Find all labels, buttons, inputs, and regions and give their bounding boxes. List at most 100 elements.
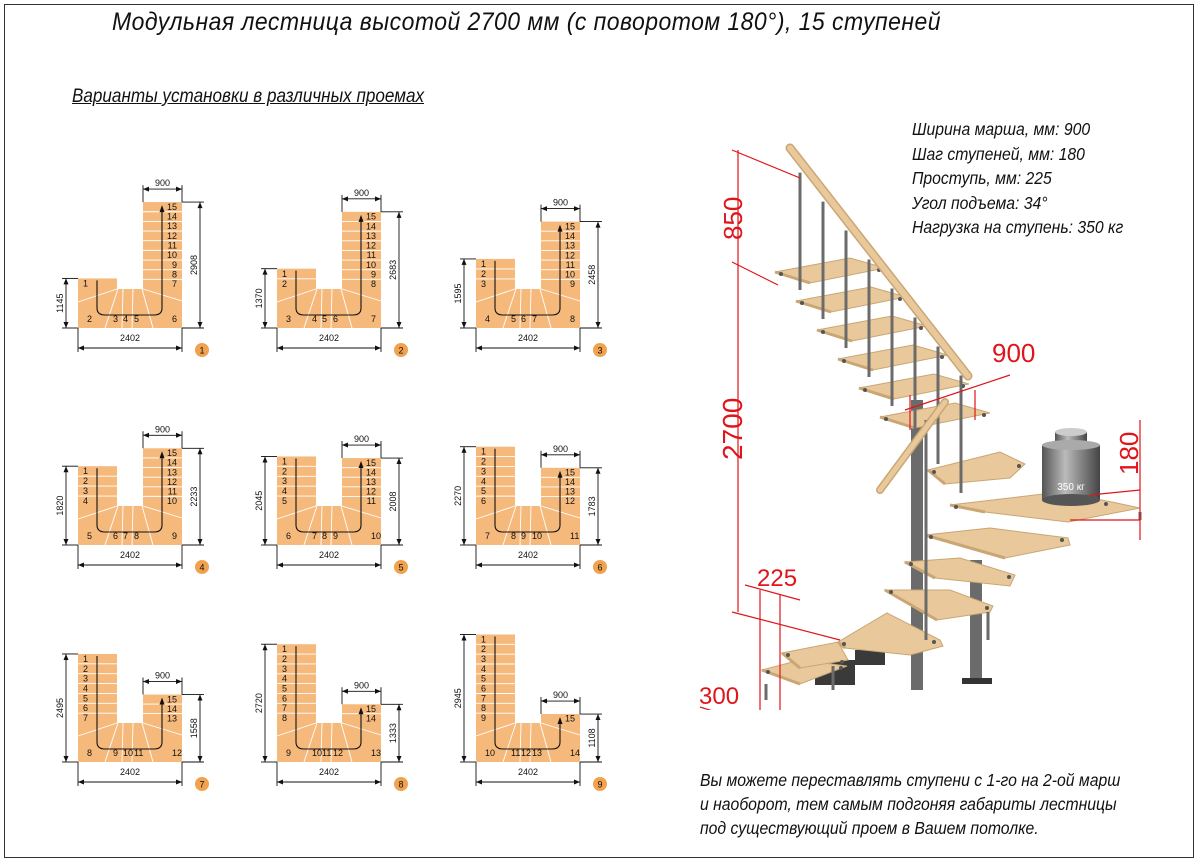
dim-total-width: 2402 (120, 550, 140, 560)
step-number: 1 (282, 269, 287, 279)
dim-arrow-icon (197, 694, 203, 701)
step-number: 10 (123, 748, 133, 758)
step-number: 7 (532, 314, 537, 324)
winder-zone (476, 506, 580, 545)
step-number: 2 (87, 314, 92, 324)
dim-arrow-icon (277, 779, 283, 785)
weight: 350 кг (1042, 428, 1100, 506)
step-number: 3 (83, 674, 88, 684)
dim-left-height: 1370 (254, 288, 264, 308)
step-number: 6 (333, 314, 338, 324)
dim-arrow-icon (375, 442, 381, 448)
dim-arrow-icon (78, 562, 84, 568)
dim-arrow-icon (78, 779, 84, 785)
step-number: 4 (83, 683, 88, 693)
step-line (539, 505, 552, 546)
tread-edge (884, 588, 938, 622)
step-number: 13 (167, 713, 177, 723)
step-number: 12 (167, 477, 177, 487)
step-line (141, 505, 154, 546)
dim-arrow-icon (143, 679, 149, 685)
dim-arrow-icon (176, 779, 182, 785)
winder-zone (277, 289, 381, 328)
step-number: 7 (371, 314, 376, 324)
arrow-icon (358, 707, 364, 715)
dim-arrow-icon (461, 634, 467, 641)
step-number: 3 (282, 664, 287, 674)
variant-number: 8 (398, 780, 403, 790)
step-number: 1 (481, 447, 486, 457)
dim-arrow-icon (595, 322, 601, 328)
step-number: 3 (286, 314, 291, 324)
tread (926, 451, 1026, 485)
dim-flight-width: 900 (553, 198, 568, 208)
variant-badge (195, 777, 209, 791)
step-number: 14 (167, 458, 177, 468)
variant-number: 6 (597, 563, 602, 573)
step-number: 1 (83, 654, 88, 664)
step-line (529, 505, 532, 546)
step-line (330, 722, 333, 763)
step-number: 4 (481, 476, 486, 486)
step-number: 2 (282, 279, 287, 289)
step-number: 6 (521, 314, 526, 324)
step-number: 3 (481, 654, 486, 664)
dim-right-height: 2683 (388, 260, 398, 280)
step-number: 12 (366, 487, 376, 497)
step-line (320, 722, 323, 763)
dim-total-width: 2402 (319, 550, 339, 560)
dim-flight-width: 900 (354, 434, 369, 444)
dim-arrow-icon (176, 345, 182, 351)
step-number: 7 (83, 713, 88, 723)
dim-arrow-icon (396, 539, 402, 545)
dim-arrow-icon (375, 688, 381, 694)
step-line (320, 288, 323, 329)
winder-zone (78, 289, 182, 328)
bolt (954, 505, 958, 509)
bolt (929, 535, 933, 539)
arrow-icon (159, 697, 165, 705)
step-line (121, 722, 124, 763)
dim-arrow-icon (396, 458, 402, 465)
step-number: 3 (481, 279, 486, 289)
step-number: 9 (570, 279, 575, 289)
step-number: 7 (123, 531, 128, 541)
step-line (502, 505, 517, 546)
bolt (863, 388, 867, 392)
step-number: 10 (532, 531, 542, 541)
arrow-icon (159, 205, 165, 213)
step-number: 3 (113, 314, 118, 324)
variant-badge (394, 777, 408, 791)
bolt (898, 297, 902, 301)
step-number: 9 (521, 531, 526, 541)
step-number: 12 (565, 496, 575, 506)
dim-arrow-icon (262, 756, 268, 762)
dim-arrow-icon (574, 452, 580, 458)
step-number: 5 (511, 314, 516, 324)
dim-arrow-icon (375, 196, 381, 202)
dim-arrow-icon (461, 539, 467, 545)
dim-arrow-icon (176, 679, 182, 685)
spec-tread: Проступь, мм: 225 (912, 168, 1052, 188)
dim-arrow-icon (63, 653, 69, 660)
handrail (787, 145, 971, 379)
step-number: 6 (481, 684, 486, 694)
dim-arrow-icon (461, 258, 467, 265)
dim-arrow-icon (277, 345, 283, 351)
arrow-icon (557, 717, 563, 725)
step-line (539, 722, 552, 763)
dim-arrow-icon (197, 322, 203, 328)
bolt (842, 642, 846, 646)
step-line (141, 288, 154, 329)
step-number: 1 (282, 644, 287, 654)
dim-right-height: 1108 (587, 728, 597, 747)
tread (816, 315, 928, 342)
note-line: и наоборот, тем самым подгоняя габариты … (700, 794, 1117, 814)
tread (924, 527, 1071, 559)
variant-badge (593, 343, 607, 357)
dim-arrow-icon (595, 467, 601, 474)
